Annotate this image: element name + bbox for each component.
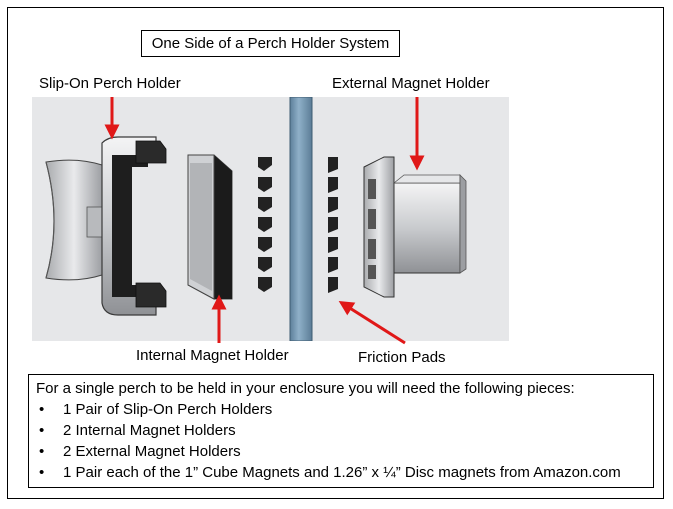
- parts-list-box: For a single perch to be held in your en…: [28, 374, 654, 488]
- label-friction-pads: Friction Pads: [358, 349, 446, 366]
- bullet: •: [39, 443, 45, 460]
- slip-on-perch-holder-part: [45, 136, 167, 316]
- label-internal-magnet-holder: Internal Magnet Holder: [136, 347, 289, 364]
- parts-list-intro: For a single perch to be held in your en…: [36, 380, 575, 397]
- list-item: • 1 Pair of Slip-On Perch Holders: [36, 399, 645, 420]
- internal-magnet-holder-part: [187, 154, 233, 300]
- list-item: • 2 Internal Magnet Holders: [36, 420, 645, 441]
- parts-list: • 1 Pair of Slip-On Perch Holders • 2 Inte…: [36, 399, 645, 483]
- diagram-title: One Side of a Perch Holder System: [141, 30, 400, 57]
- list-item-text: 1 Pair of Slip-On Perch Holders: [63, 401, 273, 418]
- list-item: • 2 External Magnet Holders: [36, 441, 645, 462]
- external-magnet-holder-part: [363, 156, 467, 298]
- friction-pads-right: [328, 157, 338, 293]
- bullet: •: [39, 464, 45, 481]
- outer-frame: [7, 7, 664, 499]
- list-item-text: 1 Pair each of the 1” Cube Magnets and 1…: [63, 464, 621, 481]
- friction-pads-left: [258, 157, 272, 292]
- list-item-text: 2 External Magnet Holders: [63, 443, 241, 460]
- label-external-magnet-holder: External Magnet Holder: [332, 75, 490, 92]
- glass-pane: [289, 97, 313, 341]
- list-item: • 1 Pair each of the 1” Cube Magnets and …: [36, 462, 645, 483]
- arrow-friction: [338, 300, 406, 345]
- bullet: •: [39, 401, 45, 418]
- label-slip-on-perch-holder: Slip-On Perch Holder: [39, 75, 181, 92]
- bullet: •: [39, 422, 45, 439]
- list-item-text: 2 Internal Magnet Holders: [63, 422, 236, 439]
